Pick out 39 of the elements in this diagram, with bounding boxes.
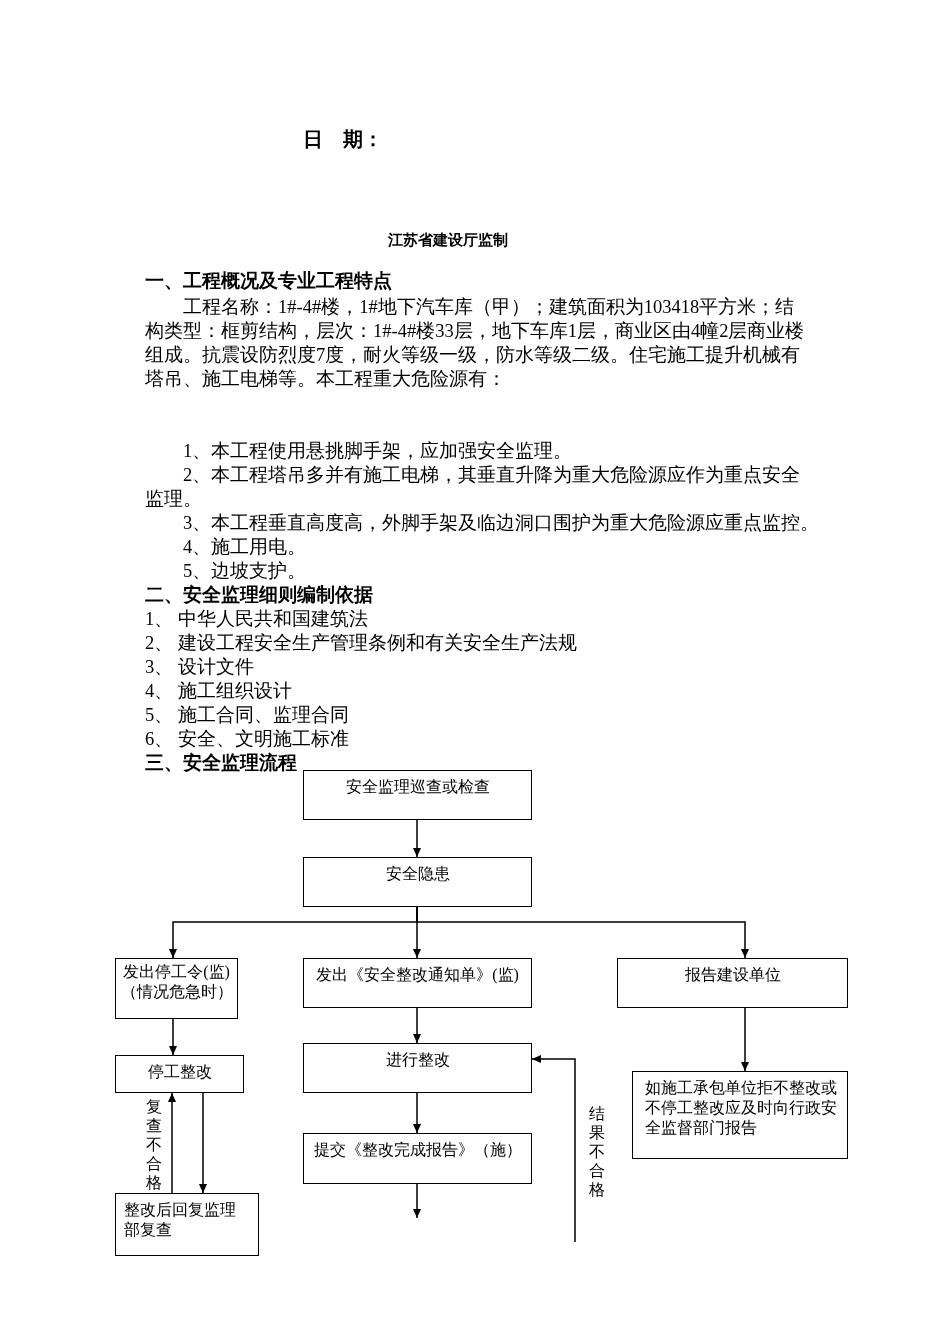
paragraph: 工程名称：1#-4#楼，1#地下汽车库（甲）；建筑面积为103418平方米；结构类型：框剪结构，层次：1#-4#楼33层，地下车库1层，商业区由4幢2层商业楼组成。抗震设防烈度7度，耐火等级一级，防水等级二级。住宅施工提升机械有塔吊、施工电梯等。本工程重大危险源有：	[145, 296, 806, 391]
process-box: 发出《安全整改通知单》(监)	[303, 958, 532, 1008]
list-item: 3、 设计文件	[145, 656, 254, 679]
list-item: 2、本工程塔吊多并有施工电梯，其垂直升降为重大危险源应作为重点安全监理。	[145, 464, 802, 511]
section-heading: 二、安全监理细则编制依据	[145, 583, 373, 607]
process-box: 发出停工令(监)（情况危急时）	[115, 958, 238, 1019]
list-item: 4、施工用电。	[182, 536, 308, 559]
list-item: 4、 施工组织设计	[145, 680, 292, 703]
process-box: 整改后回复监理部复查	[115, 1193, 259, 1256]
section-heading: 一、工程概况及专业工程特点	[145, 269, 392, 293]
list-item: 1、 中华人民共和国建筑法	[145, 608, 368, 631]
process-box: 如施工承包单位拒不整改或不停工整改应及时向行政安全监督部门报告	[632, 1071, 848, 1159]
section-heading: 三、安全监理流程	[145, 751, 297, 775]
arrow	[413, 1183, 421, 1219]
edge-label: 结果不合格	[588, 1104, 605, 1199]
process-box: 进行整改	[303, 1043, 532, 1093]
arrow	[199, 1092, 207, 1194]
arrow	[416, 906, 749, 959]
arrow	[413, 1092, 421, 1134]
list-item: 3、本工程垂直高度高，外脚手架及临边洞口围护为重大危险源应重点监控。	[182, 512, 821, 535]
issuer-note: 江苏省建设厅监制	[388, 230, 508, 250]
date-label: 日 期：	[303, 127, 383, 151]
process-box: 停工整改	[115, 1055, 244, 1093]
process-box: 安全隐患	[303, 857, 532, 907]
arrow	[531, 1055, 576, 1243]
arrow	[169, 1018, 177, 1056]
arrow	[413, 819, 421, 858]
list-item: 1、本工程使用悬挑脚手架，应加强安全监理。	[182, 440, 574, 463]
list-item: 5、 施工合同、监理合同	[145, 704, 349, 727]
process-box: 提交《整改完成报告》（施）	[303, 1133, 532, 1184]
arrow	[168, 1092, 176, 1194]
arrow	[413, 1007, 421, 1044]
edge-label: 复查不合格	[145, 1097, 162, 1192]
list-item: 2、 建设工程安全生产管理条例和有关安全生产法规	[145, 632, 577, 655]
list-item: 5、边坡支护。	[182, 560, 308, 583]
process-box: 安全监理巡查或检查	[303, 770, 532, 820]
list-item: 6、 安全、文明施工标准	[145, 728, 349, 751]
arrow	[741, 1007, 749, 1072]
process-box: 报告建设单位	[617, 958, 848, 1008]
